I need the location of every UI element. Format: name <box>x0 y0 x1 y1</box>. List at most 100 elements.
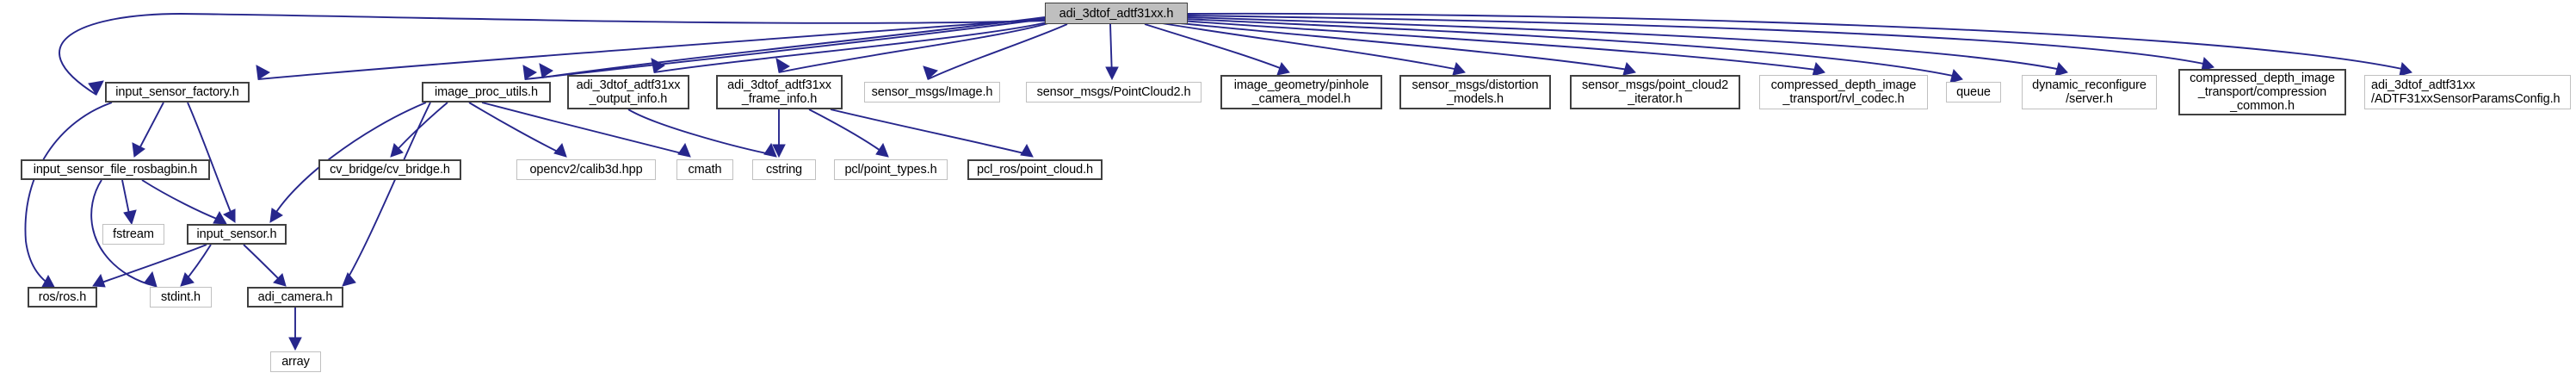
arrowhead-root-to-factory <box>88 80 104 96</box>
arrowhead-inputsensor-to-rosros <box>92 273 106 288</box>
graph-node-rvl[interactable]: compressed_depth_image _transport/rvl_co… <box>1759 75 1928 109</box>
arrowhead-rosbagbin-to-fstream <box>123 209 137 226</box>
graph-node-label: compressed_depth_image _transport/compre… <box>2190 71 2335 113</box>
graph-node-pc2_iter[interactable]: sensor_msgs/point_cloud2 _iterator.h <box>1570 75 1740 109</box>
arrowhead-rosbagbin-to-stdint <box>144 270 158 288</box>
graph-node-label: adi_3dtof_adtf31xx _output_info.h <box>576 78 681 106</box>
edge-root-to-distortion <box>1161 22 1464 71</box>
graph-node-label: input_sensor_factory.h <box>115 85 239 99</box>
edge-factory-to-rosros_curve <box>24 102 113 288</box>
arrowhead-root-to-pinhole <box>1276 61 1290 76</box>
edge-inputsensor-to-rosros <box>94 244 207 286</box>
graph-node-label: adi_camera.h <box>257 290 333 304</box>
arrowhead-root-to-imgproc2 <box>539 63 553 78</box>
graph-node-label: sensor_msgs/point_cloud2 _iterator.h <box>1581 78 1729 106</box>
graph-node-pcl_ros_pc[interactable]: pcl_ros/point_cloud.h <box>967 159 1103 180</box>
edge-root-to-compcommon <box>1187 15 2213 66</box>
arrowhead-imgproc-to-cmath <box>677 142 691 158</box>
graph-node-pcl_types[interactable]: pcl/point_types.h <box>834 159 948 180</box>
graph-node-cvbridge[interactable]: cv_bridge/cv_bridge.h <box>318 159 461 180</box>
graph-node-factory[interactable]: input_sensor_factory.h <box>105 82 250 103</box>
graph-node-label: queue <box>1956 85 1991 99</box>
graph-node-dynrecfg[interactable]: dynamic_reconfigure /server.h <box>2022 75 2157 109</box>
edge-imgproc-to-cvbridge <box>392 102 448 156</box>
graph-node-queue[interactable]: queue <box>1946 82 2001 103</box>
graph-node-label: input_sensor.h <box>196 227 277 241</box>
edge-root-to-imgproc <box>524 18 1046 80</box>
arrowhead-adicamera-to-array <box>288 337 302 351</box>
graph-node-distortion[interactable]: sensor_msgs/distortion _models.h <box>1399 75 1551 109</box>
graph-node-label: compressed_depth_image _transport/rvl_co… <box>1770 78 1917 106</box>
arrowhead-factory-to-inputsensor <box>222 208 236 223</box>
graph-node-inputsensor[interactable]: input_sensor.h <box>187 224 287 245</box>
graph-node-label: adi_3dtof_adtf31xx.h <box>1059 6 1174 21</box>
arrowhead-rosbagbin-to-inputsensor <box>213 210 227 225</box>
graph-node-label: fstream <box>113 227 154 241</box>
graph-node-paramsconfig[interactable]: adi_3dtof_adtf31xx /ADTF31xxSensorParams… <box>2364 75 2571 109</box>
arrowhead-root-to-queue <box>1949 68 1963 84</box>
arrowhead-frameinfo-to-pcl_types <box>875 142 889 158</box>
graph-node-label: cv_bridge/cv_bridge.h <box>330 163 450 177</box>
graph-node-msgs_pc2[interactable]: sensor_msgs/PointCloud2.h <box>1026 82 1202 103</box>
arrowhead-root-to-rvl <box>1812 61 1825 77</box>
edge-root-to-factory <box>59 13 1046 96</box>
edge-frameinfo-to-pcl_ros_pc <box>830 109 1032 156</box>
graph-node-label: adi_3dtof_adtf31xx /ADTF31xxSensorParams… <box>2371 78 2561 106</box>
arrowhead-outputinfo-to-cstring <box>763 142 777 158</box>
graph-node-stdint[interactable]: stdint.h <box>150 287 212 308</box>
arrowhead-imgproc-to-inputsensor_curve <box>269 208 283 223</box>
graph-node-label: input_sensor_file_rosbagbin.h <box>33 163 198 177</box>
graph-node-label: stdint.h <box>161 290 201 304</box>
edge-root-to-msgs_image <box>927 23 1068 80</box>
graph-node-cmath[interactable]: cmath <box>676 159 733 180</box>
graph-node-root[interactable]: adi_3dtof_adtf31xx.h <box>1045 3 1188 24</box>
graph-node-label: ros/ros.h <box>38 290 87 304</box>
graph-node-rosros[interactable]: ros/ros.h <box>28 287 97 308</box>
arrowhead-root-to-dynrecfg <box>2054 61 2068 77</box>
graph-node-msgs_image[interactable]: sensor_msgs/Image.h <box>864 82 1000 103</box>
graph-node-fstream[interactable]: fstream <box>102 224 164 245</box>
arrowhead-factory-to-rosbagbin <box>132 142 145 158</box>
edge-root-to-pinhole <box>1144 23 1288 71</box>
graph-node-label: dynamic_reconfigure /server.h <box>2032 78 2147 106</box>
arrowhead-root-to-pc2_iter <box>1622 61 1636 76</box>
edge-root-to-pc2_iter <box>1171 22 1634 71</box>
arrowhead-root-to-msgs_image <box>923 65 938 80</box>
arrowhead-inputsensor-to-stdint <box>180 272 195 287</box>
graph-node-array[interactable]: array <box>270 351 321 372</box>
graph-node-frameinfo[interactable]: adi_3dtof_adtf31xx _frame_info.h <box>716 75 843 109</box>
graph-node-pinhole[interactable]: image_geometry/pinhole _camera_model.h <box>1220 75 1382 109</box>
edge-imgproc-to-inputsensor_curve <box>270 102 427 221</box>
edge-root-to-factory2 <box>257 18 1046 80</box>
arrowhead-imgproc-to-calib3d <box>553 142 567 158</box>
graph-node-label: adi_3dtof_adtf31xx _frame_info.h <box>727 78 831 106</box>
graph-node-rosbagbin[interactable]: input_sensor_file_rosbagbin.h <box>21 159 210 180</box>
graph-node-cstring[interactable]: cstring <box>752 159 816 180</box>
graph-node-imgproc[interactable]: image_proc_utils.h <box>422 82 551 103</box>
graph-node-label: pcl/point_types.h <box>844 163 937 177</box>
graph-node-compcommon[interactable]: compressed_depth_image _transport/compre… <box>2178 69 2346 115</box>
edge-root-to-paramsconfig <box>1187 12 2411 71</box>
arrowhead-root-to-factory2 <box>256 65 271 80</box>
graph-node-label: pcl_ros/point_cloud.h <box>977 163 1093 177</box>
graph-node-outputinfo[interactable]: adi_3dtof_adtf31xx _output_info.h <box>567 75 689 109</box>
graph-node-adicamera[interactable]: adi_camera.h <box>247 287 343 308</box>
graph-node-label: cmath <box>688 163 722 177</box>
graph-node-label: sensor_msgs/distortion _models.h <box>1412 78 1539 106</box>
edge-root-to-frameinfo <box>778 22 1049 73</box>
edge-root-to-outputinfo <box>653 22 1047 73</box>
edge-frameinfo-to-pcl_types <box>808 109 887 156</box>
arrowhead-inputsensor-to-adicamera <box>273 273 287 287</box>
edge-factory-to-rosbagbin <box>135 102 164 156</box>
graph-node-label: cstring <box>765 163 802 177</box>
edge-factory-to-inputsensor <box>187 102 235 221</box>
arrowhead-root-to-outputinfo <box>651 58 665 73</box>
graph-node-label: sensor_msgs/Image.h <box>871 85 993 99</box>
arrowhead-imgproc-to-cvbridge <box>390 143 404 158</box>
graph-node-calib3d[interactable]: opencv2/calib3d.hpp <box>516 159 656 180</box>
graph-node-label: array <box>281 355 310 369</box>
graph-node-label: image_proc_utils.h <box>435 85 538 99</box>
edge-root-to-imgproc2 <box>541 16 1046 78</box>
